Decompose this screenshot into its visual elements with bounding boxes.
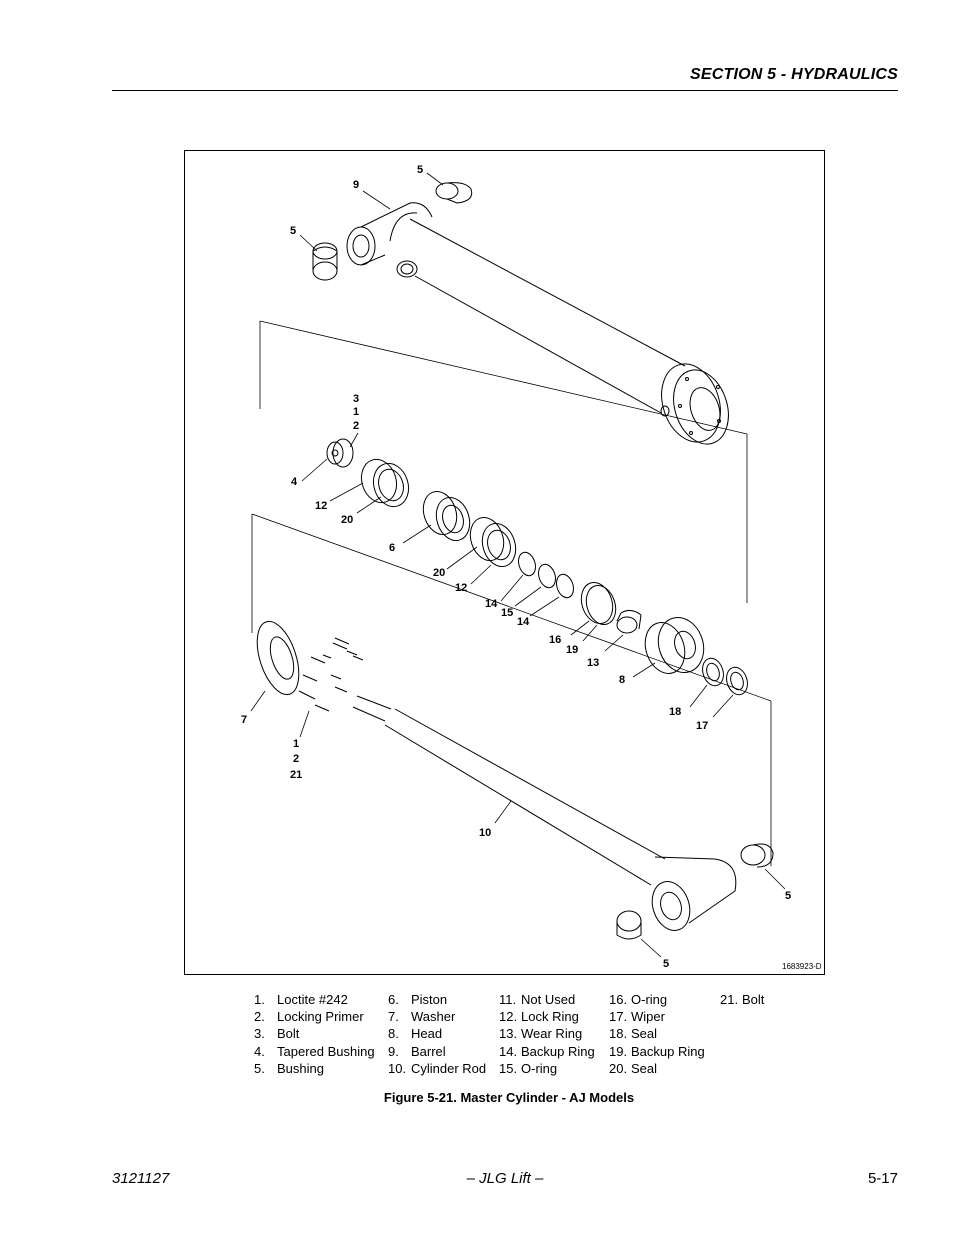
callout-21: 21 (290, 769, 302, 781)
callout-6: 6 (389, 542, 395, 554)
callout-12b: 12 (455, 582, 467, 594)
callout-20a: 20 (341, 514, 353, 526)
exploded-view-figure: 9 5 5 3 1 2 4 12 20 6 20 12 14 15 14 16 … (184, 150, 825, 975)
page-header: SECTION 5 - HYDRAULICS (112, 64, 898, 91)
legend-item: 14.Backup Ring (499, 1043, 595, 1059)
legend-item: 13.Wear Ring (499, 1026, 583, 1042)
head-part (616, 609, 705, 674)
callout-16: 16 (549, 634, 561, 646)
legend-item: 21.Bolt (720, 992, 765, 1007)
section-title: SECTION 5 - HYDRAULICS (690, 66, 898, 83)
bushing-part (312, 182, 473, 281)
callout-7: 7 (241, 714, 247, 726)
callout-2a: 2 (353, 420, 359, 432)
callout-5a: 5 (417, 164, 423, 176)
page-number: 5-17 (867, 1170, 898, 1187)
publisher-name: – JLG Lift – (466, 1170, 544, 1187)
legend-item: 4.Tapered Bushing (254, 1043, 375, 1059)
callout-5c: 5 (785, 890, 791, 902)
legend-item: 6.Piston (388, 992, 448, 1007)
callout-9: 9 (353, 179, 359, 191)
legend-column-4: 16.O-ring 17.Wiper 18.Seal 19.Backup Rin… (609, 991, 705, 1077)
callout-10: 10 (479, 827, 491, 839)
legend-item: 8.Head (388, 1026, 443, 1042)
document-number: 3121127 (112, 1170, 170, 1187)
legend-item: 5.Bushing (254, 1060, 324, 1076)
callout-17: 17 (696, 720, 708, 732)
callout-1b: 1 (293, 738, 299, 750)
callout-12a: 12 (315, 500, 327, 512)
legend-item: 17.Wiper (609, 1009, 665, 1025)
barrel-part (346, 202, 729, 445)
legend-item: 18.Seal (609, 1026, 658, 1042)
legend-item: 15.O-ring (499, 1060, 558, 1076)
callout-15: 15 (501, 607, 513, 619)
legend-column-5: 21.Bolt (720, 991, 764, 1008)
callout-14b: 14 (517, 616, 530, 628)
legend-item: 19.Backup Ring (609, 1043, 705, 1059)
ring-set-part (518, 551, 617, 626)
legend-item: 20.Seal (609, 1060, 658, 1076)
callout-4: 4 (291, 476, 298, 488)
legend-item: 2.Locking Primer (254, 1009, 364, 1025)
bolts-part (298, 637, 364, 712)
callout-2b: 2 (293, 753, 299, 765)
legend-column-3: 11.Not Used 12.Lock Ring 13.Wear Ring 14… (499, 991, 595, 1077)
washer-part (256, 620, 300, 696)
callout-5b: 5 (290, 225, 296, 237)
legend-item: 11.Not Used (499, 992, 576, 1007)
legend-item: 3.Bolt (254, 1026, 300, 1042)
legend-item: 12.Lock Ring (499, 1009, 579, 1025)
drawing-number: 1683923-D (782, 962, 822, 971)
seal-wiper-part (702, 657, 748, 696)
cylinder-rod-part (352, 695, 737, 931)
callout-8: 8 (619, 674, 625, 686)
legend-item: 16.O-ring (609, 992, 668, 1007)
callout-18: 18 (669, 706, 681, 718)
legend-item: 9.Barrel (388, 1043, 446, 1059)
legend-item: 1.Loctite #242 (254, 992, 348, 1007)
callout-3a: 3 (353, 393, 359, 405)
figure-caption: Figure 5-21. Master Cylinder - AJ Models (383, 1090, 635, 1105)
callout-1a: 1 (353, 406, 359, 418)
tapered-bushing-part (326, 438, 354, 468)
legend-column-2: 6.Piston 7.Washer 8.Head 9.Barrel 10.Cyl… (388, 991, 486, 1077)
legend-item: 10.Cylinder Rod (388, 1060, 487, 1076)
leader-lines (250, 172, 786, 958)
callout-20b: 20 (433, 567, 445, 579)
assembly-guide-lines (251, 320, 772, 866)
master-cylinder-drawing: 9 5 5 3 1 2 4 12 20 6 20 12 14 15 14 16 … (241, 164, 822, 971)
callout-13: 13 (587, 657, 599, 669)
callout-14a: 14 (485, 598, 498, 610)
callout-5d: 5 (663, 958, 669, 970)
legend-item: 7.Washer (388, 1009, 456, 1025)
rod-bushing-part (616, 843, 774, 940)
callout-19: 19 (566, 644, 578, 656)
piston-assembly-part (360, 458, 517, 567)
legend-column-1: 1.Loctite #242 2.Locking Primer 3.Bolt 4… (254, 991, 375, 1077)
